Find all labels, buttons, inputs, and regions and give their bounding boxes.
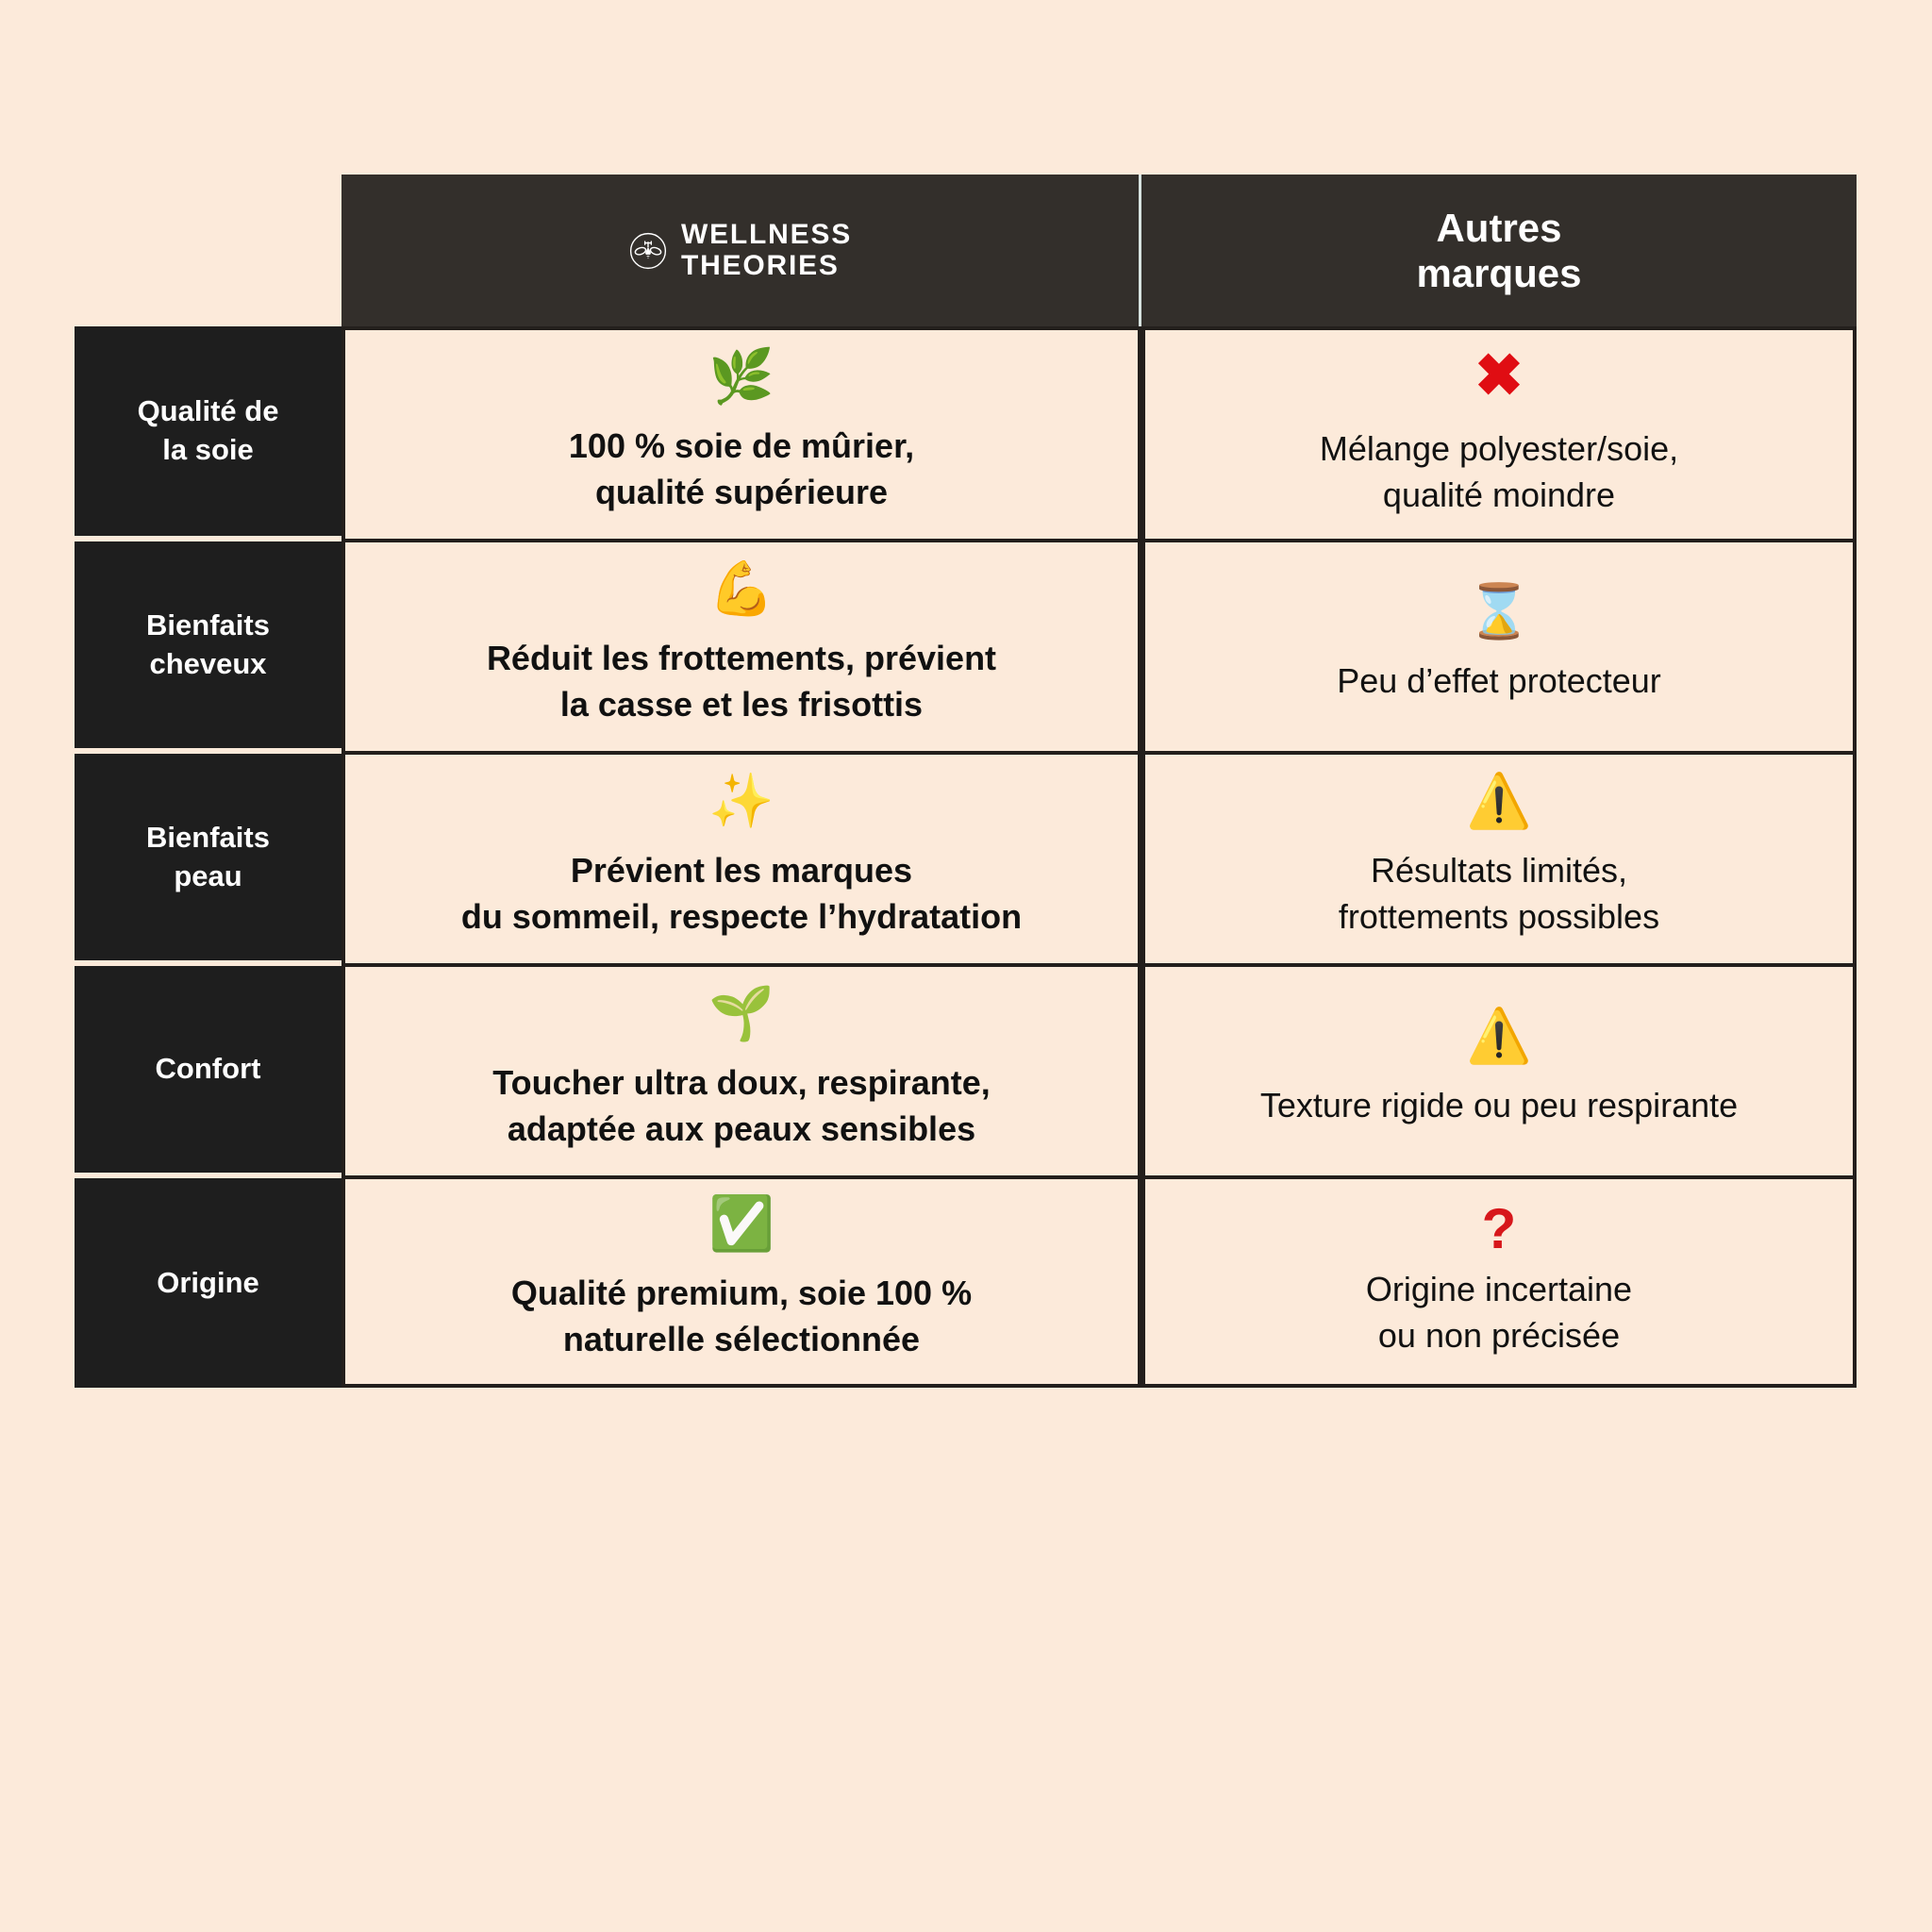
header-other-brands-column: Autres marques bbox=[1141, 175, 1857, 326]
brand-logo-lockup: WELLNESS THEORIES bbox=[628, 219, 853, 281]
row-label: Bienfaits peau bbox=[75, 751, 341, 963]
brand-wordmark-line2: THEORIES bbox=[680, 249, 840, 281]
other-cell: ⌛ Peu d’effet protecteur bbox=[1141, 539, 1857, 751]
other-cell: ? Origine incertaine ou non précisée bbox=[1141, 1175, 1857, 1388]
other-cell-text: Origine incertaine ou non précisée bbox=[1365, 1270, 1633, 1355]
other-cell: ✖ Mélange polyester/soie, qualité moindre bbox=[1141, 326, 1857, 539]
row-label: Confort bbox=[75, 963, 341, 1175]
brand-wordmark: WELLNESS THEORIES bbox=[680, 219, 853, 281]
other-cell-text: Résultats limités, frottements possibles bbox=[1338, 851, 1660, 936]
row-label: Origine bbox=[75, 1175, 341, 1388]
bee-in-circle-logo-icon bbox=[628, 231, 668, 271]
header-corner-spacer bbox=[75, 175, 341, 326]
brand-cell: 💪 Réduit les frottements, prévient la cas… bbox=[341, 539, 1141, 751]
brand-cell: 🌱 Toucher ultra doux, respirante, adaptée… bbox=[341, 963, 1141, 1175]
comparison-table: WELLNESS THEORIES Autres marques Qualité… bbox=[75, 175, 1857, 1696]
warning-sign-emoji-icon: ⚠️ bbox=[1466, 771, 1532, 831]
brand-cell-text: Réduit les frottements, prévient la cass… bbox=[486, 639, 997, 724]
warning-sign-emoji-icon: ⚠️ bbox=[1466, 1006, 1532, 1066]
row-label: Bienfaits cheveux bbox=[75, 539, 341, 751]
brand-cell-text: Prévient les marques du sommeil, respect… bbox=[460, 851, 1023, 936]
header-brand-column: WELLNESS THEORIES bbox=[341, 175, 1141, 326]
sparkles-emoji-icon: ✨ bbox=[708, 771, 774, 831]
cross-mark-emoji-icon: ✖ bbox=[1474, 343, 1524, 409]
other-cell-text: Texture rigide ou peu respirante bbox=[1259, 1086, 1739, 1125]
row-label: Qualité de la soie bbox=[75, 326, 341, 539]
seedling-emoji-icon: 🌱 bbox=[708, 983, 774, 1043]
flexed-biceps-emoji-icon: 💪 bbox=[708, 558, 774, 619]
header-other-brands-title: Autres marques bbox=[1416, 205, 1582, 295]
brand-cell-text: Qualité premium, soie 100 % naturelle sé… bbox=[510, 1274, 973, 1358]
brand-wordmark-line1: WELLNESS bbox=[680, 219, 853, 251]
check-mark-button-emoji-icon: ✅ bbox=[708, 1193, 774, 1254]
brand-cell: ✨ Prévient les marques du sommeil, respec… bbox=[341, 751, 1141, 963]
other-cell-text: Mélange polyester/soie, qualité moindre bbox=[1319, 429, 1679, 514]
red-question-mark-icon: ? bbox=[1481, 1197, 1517, 1261]
other-cell-text: Peu d’effet protecteur bbox=[1337, 661, 1661, 701]
brand-cell-text: 100 % soie de mûrier, qualité supérieure bbox=[568, 426, 915, 511]
hourglass-emoji-icon: ⌛ bbox=[1466, 581, 1532, 641]
brand-cell: ✅ Qualité premium, soie 100 % naturelle s… bbox=[341, 1175, 1141, 1388]
other-cell: ⚠️ Résultats limités, frottements possibl… bbox=[1141, 751, 1857, 963]
brand-cell: 🌿 100 % soie de mûrier, qualité supérieur… bbox=[341, 326, 1141, 539]
herb-leaves-emoji-icon: 🌿 bbox=[708, 346, 774, 407]
other-cell: ⚠️ Texture rigide ou peu respirante bbox=[1141, 963, 1857, 1175]
brand-cell-text: Toucher ultra doux, respirante, adaptée … bbox=[492, 1063, 991, 1148]
